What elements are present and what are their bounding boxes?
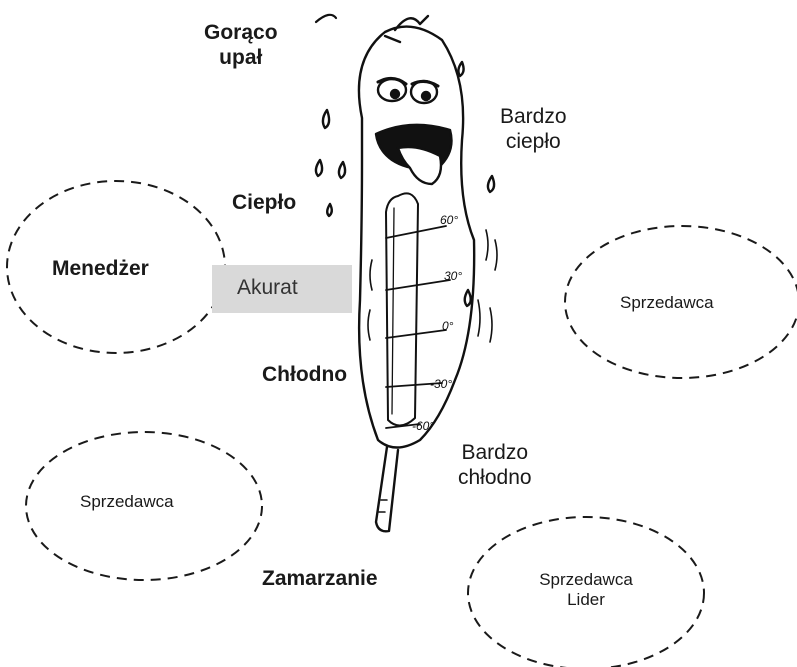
tick-0: 0° [442, 319, 454, 333]
label-manager: Menedżer [52, 256, 149, 281]
label-seller-right: Sprzedawca [620, 293, 714, 313]
label-very-cool: Bardzo chłodno [458, 440, 532, 490]
label-seller-left: Sprzedawca [80, 492, 174, 512]
tick-minus-30: -30° [430, 377, 452, 391]
label-just-right: Akurat [237, 276, 298, 300]
label-hot: Gorąco upał [204, 20, 278, 70]
tick-minus-60: -60° [412, 419, 434, 433]
tick-60: 60° [440, 213, 458, 227]
label-freezing: Zamarzanie [262, 566, 378, 591]
label-warm: Ciepło [232, 190, 296, 215]
tick-30: 30° [444, 269, 462, 283]
label-very-warm: Bardzo ciepło [500, 104, 567, 154]
label-seller-leader: Sprzedawca Lider [522, 570, 650, 611]
label-cool: Chłodno [262, 362, 347, 387]
